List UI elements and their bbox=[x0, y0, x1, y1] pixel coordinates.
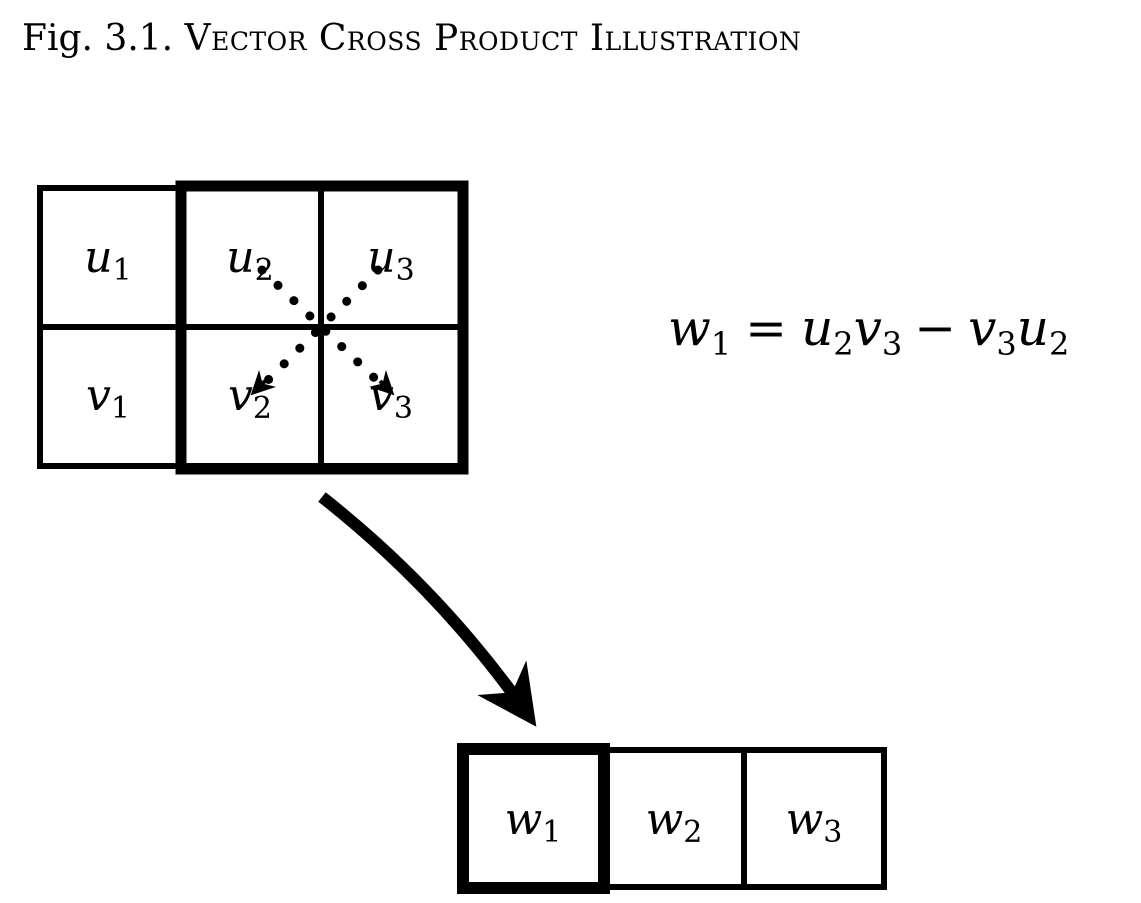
cell-u3: u3 bbox=[367, 232, 414, 288]
cell-u1: u1 bbox=[84, 232, 131, 288]
caption-prefix: Fig. 3.1. bbox=[22, 18, 174, 59]
arrowhead-u3-to-v2 bbox=[250, 369, 277, 396]
cell-v1: v1 bbox=[86, 370, 130, 426]
dotted-arrow-u3-to-v2 bbox=[253, 265, 383, 395]
cell-w3: w3 bbox=[786, 794, 843, 850]
result-arrow bbox=[318, 492, 537, 727]
arrowhead-u2-to-v3 bbox=[368, 369, 395, 396]
caption-title: Vector Cross Product Illustration bbox=[184, 18, 802, 59]
cell-w2: w2 bbox=[646, 794, 703, 850]
cross-product-equation: w1=u2v3−v3u2 bbox=[668, 299, 1069, 363]
matrix-highlight-columns-2-3 bbox=[175, 180, 469, 475]
output-highlight-w1 bbox=[457, 743, 610, 894]
cell-v2: v2 bbox=[228, 370, 272, 426]
figure-caption: Fig. 3.1. Vector Cross Product Illustrat… bbox=[22, 14, 801, 64]
dotted-arrow-u2-to-v3 bbox=[257, 265, 392, 395]
cell-w1: w1 bbox=[505, 794, 562, 850]
input-matrix: u1 u2 u3 v1 v2 v3 bbox=[37, 180, 469, 475]
cell-u2: u2 bbox=[226, 232, 273, 288]
output-vector: w1 w2 w3 bbox=[457, 743, 887, 894]
